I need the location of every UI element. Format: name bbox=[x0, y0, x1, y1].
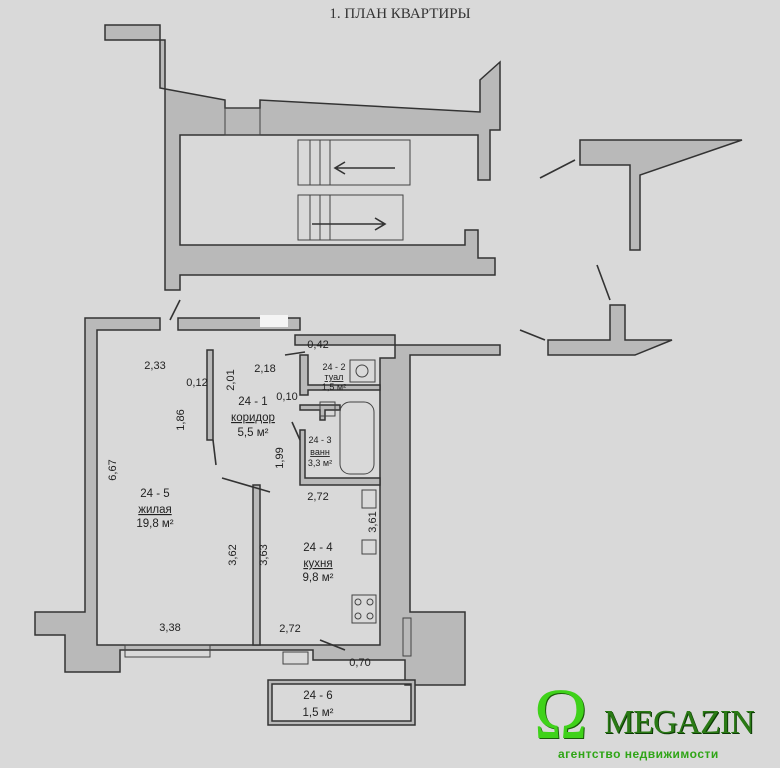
room-bath-area: 3,3 м² bbox=[308, 458, 332, 468]
sink-icon bbox=[319, 401, 336, 417]
logo-omega-symbol: Ω bbox=[534, 674, 588, 754]
dim-living-right: 3,62 bbox=[227, 544, 239, 565]
room-living-area: 19,8 м² bbox=[136, 518, 173, 530]
dim-partition: 0,12 bbox=[186, 377, 207, 389]
dimension-labels: 2,33 0,12 1,86 2,01 2,18 0,42 0,10 1,99 … bbox=[107, 339, 379, 669]
logo-name: MEGAZIN bbox=[604, 704, 755, 741]
room-corridor-area: 5,5 м² bbox=[238, 427, 269, 439]
room-wc-name: туал bbox=[325, 372, 344, 382]
dim-kitchen-bottom: 2,72 bbox=[279, 623, 300, 635]
fixtures bbox=[319, 359, 377, 624]
balcony bbox=[267, 679, 416, 726]
room-living-name: жилая bbox=[138, 504, 171, 516]
room-wc-area: 1,5 м² bbox=[322, 382, 346, 392]
dim-partition-len: 1,86 bbox=[175, 409, 187, 430]
bathtub-icon bbox=[339, 401, 375, 475]
room-labels: 24 - 1 коридор 5,5 м² 24 - 2 туал 1,5 м²… bbox=[136, 362, 346, 719]
room-wc-number: 24 - 2 bbox=[322, 362, 345, 372]
toilet-icon bbox=[349, 359, 376, 383]
room-bath-number: 24 - 3 bbox=[308, 435, 331, 445]
dim-corridor-right: 1,99 bbox=[274, 447, 286, 468]
logo-subtitle: агентство недвижимости bbox=[558, 747, 719, 761]
neighbor-walls bbox=[519, 139, 743, 356]
agency-logo: Ω MEGAZIN агентство недвижимости bbox=[528, 678, 778, 764]
dim-wc-top: 0,42 bbox=[307, 339, 328, 351]
room-balcony-number: 24 - 6 bbox=[303, 690, 332, 702]
room-kitchen-number: 24 - 4 bbox=[303, 542, 333, 554]
dim-living-bottom: 3,38 bbox=[159, 622, 180, 634]
room-corridor-name: коридор bbox=[231, 412, 275, 424]
windows bbox=[124, 617, 412, 665]
dim-corridor-top: 2,18 bbox=[254, 363, 275, 375]
stair-arrow-down-icon bbox=[312, 217, 387, 231]
stairwell bbox=[104, 24, 501, 291]
dim-living-left: 6,67 bbox=[107, 459, 119, 480]
room-kitchen-area: 9,8 м² bbox=[303, 572, 334, 584]
stove-icon bbox=[351, 594, 377, 624]
dim-kitchen-right: 3,61 bbox=[367, 511, 379, 532]
room-bath-name: ванн bbox=[310, 447, 330, 457]
room-kitchen-name: кухня bbox=[303, 558, 332, 570]
stair-arrow-up-icon bbox=[333, 161, 395, 175]
dim-window-wall: 0,70 bbox=[349, 657, 370, 669]
dim-kitchen-left: 3,63 bbox=[258, 544, 270, 565]
dim-bath-wall: 0,10 bbox=[276, 391, 297, 403]
dim-living-top: 2,33 bbox=[144, 360, 165, 372]
room-balcony-area: 1,5 м² bbox=[303, 707, 334, 719]
kitchen-sink-icon bbox=[361, 489, 377, 509]
dim-corridor-left: 2,01 bbox=[225, 369, 237, 390]
room-corridor-number: 24 - 1 bbox=[238, 396, 267, 408]
dim-kitchen-top: 2,72 bbox=[307, 491, 328, 503]
apartment-walls bbox=[34, 299, 501, 686]
room-living-number: 24 - 5 bbox=[140, 488, 169, 500]
plan-title: 1. ПЛАН КВАРТИРЫ bbox=[329, 6, 470, 22]
